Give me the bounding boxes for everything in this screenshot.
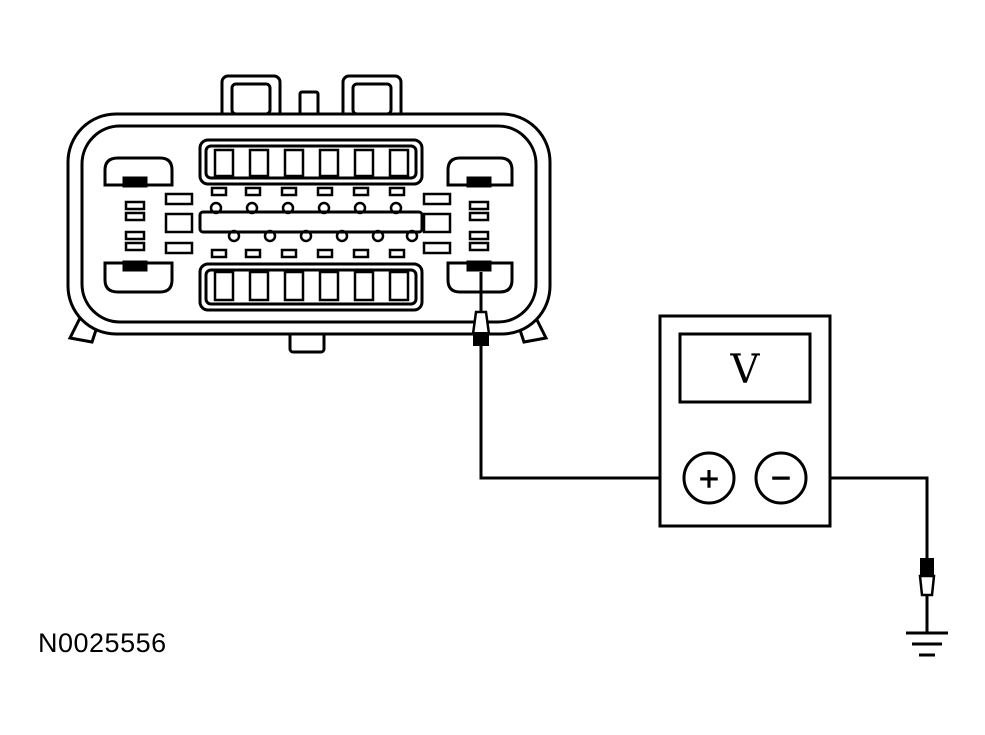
ground-wire — [806, 476, 929, 633]
ground-probe-icon — [918, 558, 936, 603]
connector-icon — [66, 74, 552, 354]
voltmeter: V + − — [658, 314, 832, 528]
meter-display-symbol: V — [730, 347, 761, 393]
test-probe-icon — [471, 272, 491, 346]
meter-display — [678, 332, 812, 404]
positive-terminal — [682, 451, 736, 505]
figure-id: N0025556 — [38, 628, 167, 658]
probe-wire — [479, 346, 684, 480]
ground-icon — [906, 631, 948, 657]
positive-terminal-label: + — [697, 462, 720, 495]
negative-terminal-label: − — [769, 461, 792, 494]
negative-terminal — [754, 451, 808, 505]
